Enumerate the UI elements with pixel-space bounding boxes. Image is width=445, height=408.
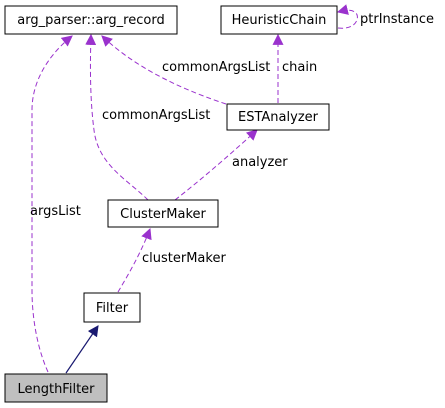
node-arg-record[interactable]: arg_parser::arg_record (4, 5, 178, 35)
node-filter-box (83, 292, 141, 323)
node-cluster-maker[interactable]: ClusterMaker (107, 199, 219, 228)
edge-ptr-instance (336, 4, 358, 29)
edge-label-args-list: argsList (30, 204, 81, 219)
node-arg-record-box (4, 5, 178, 35)
node-heuristic-chain-label: HeuristicChain (232, 13, 327, 28)
edge-cluster-maker (117, 227, 152, 293)
node-heuristic-chain-box (220, 5, 338, 35)
edge-common-args-list-est (101, 35, 227, 105)
node-length-filter-label: LengthFilter (17, 382, 95, 397)
node-cluster-maker-box (107, 199, 219, 228)
edge-label-chain: chain (282, 60, 317, 75)
edge-label-cluster-maker: clusterMaker (142, 251, 226, 266)
node-cluster-maker-label: ClusterMaker (120, 207, 206, 222)
edge-inheritance-filter (65, 325, 99, 374)
node-est-analyzer-label: ESTAnalyzer (238, 110, 319, 125)
edge-analyzer (174, 129, 258, 201)
node-length-filter-box (4, 373, 108, 403)
node-arg-record-label: arg_parser::arg_record (17, 13, 164, 28)
node-heuristic-chain[interactable]: HeuristicChain (220, 5, 338, 35)
edge-common-args-list-cluster (85, 33, 149, 201)
node-est-analyzer-box (226, 103, 330, 131)
node-est-analyzer[interactable]: ESTAnalyzer (226, 103, 330, 131)
edge-label-common-args-list-cluster: commonArgsList (102, 108, 210, 123)
node-filter-label: Filter (96, 301, 129, 316)
edge-label-analyzer: analyzer (232, 155, 288, 170)
edge-label-common-args-list-est: commonArgsList (162, 60, 270, 75)
node-length-filter[interactable]: LengthFilter (4, 373, 108, 403)
edge-args-list (31, 35, 73, 373)
edge-label-ptr-instance: ptrInstance (360, 12, 434, 27)
node-filter[interactable]: Filter (83, 292, 141, 323)
